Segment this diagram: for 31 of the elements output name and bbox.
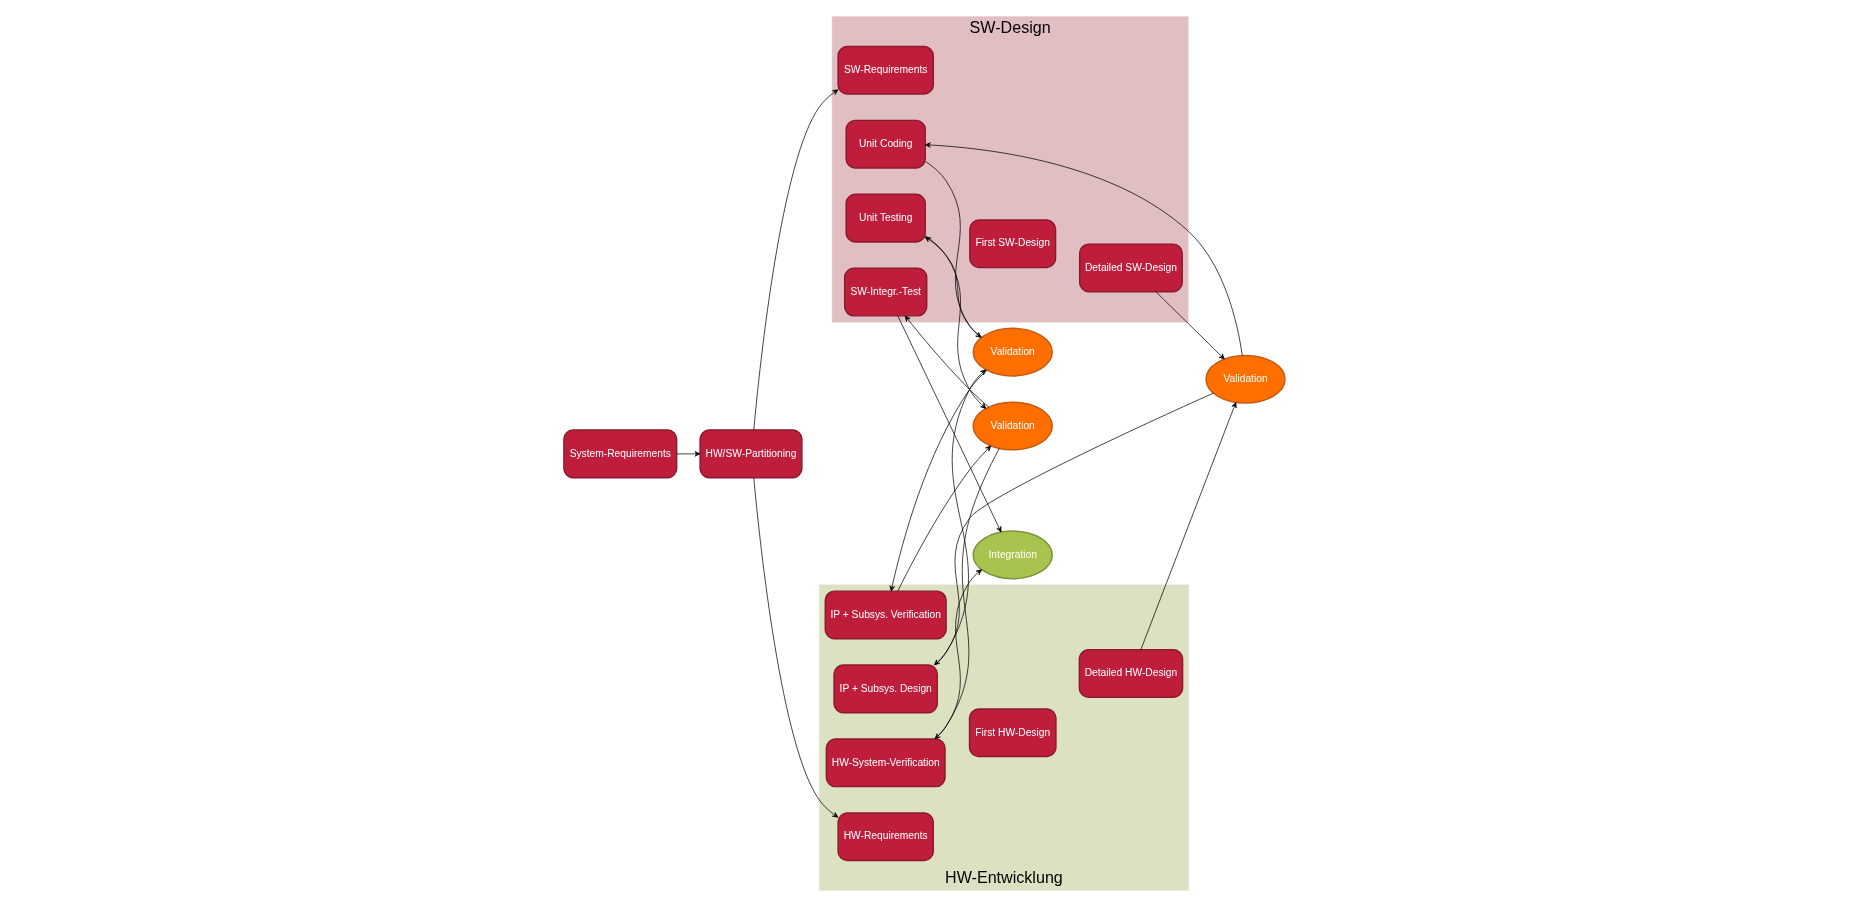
arrow	[934, 392, 1214, 666]
arrow	[676, 451, 701, 457]
arrow	[753, 477, 839, 818]
node-box: First HW-Design	[968, 708, 1057, 758]
arrow	[925, 235, 987, 409]
node-box: Detailed SW-Design	[1079, 243, 1183, 293]
node-box: IP + Subsys. Verification	[824, 590, 947, 640]
arrow	[934, 569, 982, 740]
node-box: First SW-Design	[969, 219, 1057, 269]
arrow	[1140, 402, 1237, 651]
node-box: IP + Subsys. Design	[833, 664, 939, 714]
arrow	[924, 236, 983, 338]
arrow	[753, 89, 839, 431]
arrow	[904, 315, 990, 408]
arrow	[934, 448, 1000, 740]
node-box: Unit Testing	[845, 193, 926, 243]
arrow	[934, 369, 987, 666]
arrow	[897, 315, 1002, 533]
node-box: HW-Requirements	[837, 812, 934, 862]
node-box: Detailed HW-Design	[1078, 649, 1184, 699]
arrow	[889, 370, 988, 592]
arrow	[1155, 291, 1225, 360]
arrow	[897, 445, 992, 592]
node-box: Unit Coding	[845, 119, 926, 169]
node-box: HW-System-Verification	[825, 738, 946, 788]
node-box: System-Requirements	[563, 429, 678, 479]
node-box: SW-Requirements	[837, 45, 934, 95]
arrow	[924, 142, 1243, 356]
arrow	[925, 161, 982, 338]
node-box: HW/SW-Partitioning	[699, 429, 803, 479]
node-box: SW-Integr.-Test	[843, 267, 928, 317]
